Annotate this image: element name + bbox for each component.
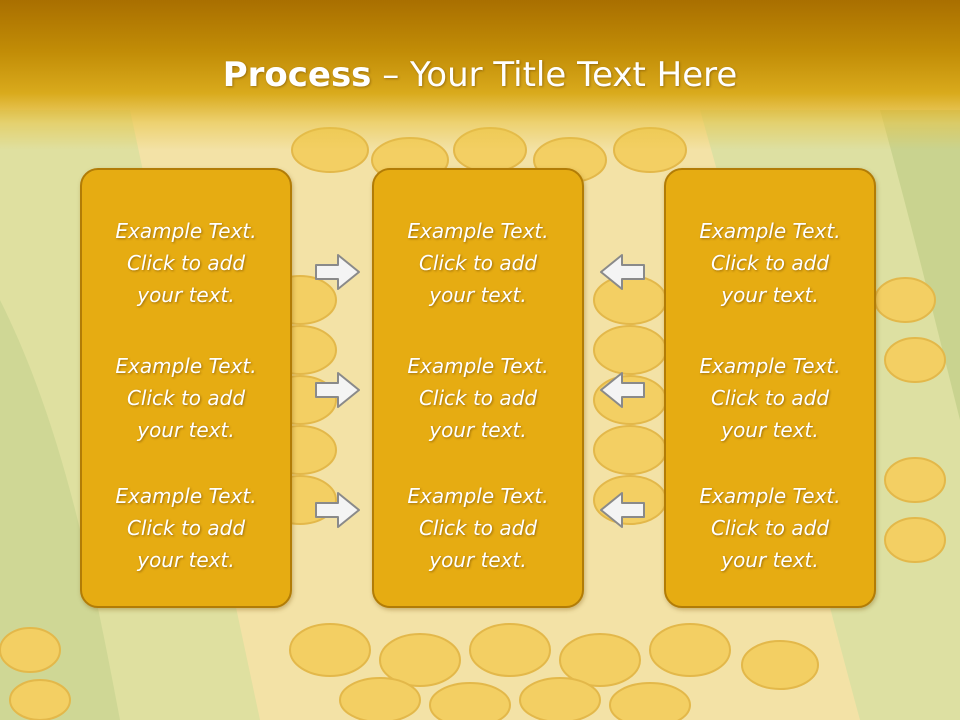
text-item[interactable]: Example Text. Click to add your text. xyxy=(666,480,874,576)
text-line: Example Text. xyxy=(407,219,549,243)
process-box-middle[interactable]: Example Text. Click to add your text. Ex… xyxy=(372,168,584,608)
text-line: Click to add xyxy=(418,386,538,410)
title-band xyxy=(0,0,960,150)
text-line: your text. xyxy=(137,283,235,307)
text-line: your text. xyxy=(429,283,527,307)
text-item[interactable]: Example Text. Click to add your text. xyxy=(82,215,290,311)
text-item[interactable]: Example Text. Click to add your text. xyxy=(374,350,582,446)
text-line: Example Text. xyxy=(699,354,841,378)
text-item[interactable]: Example Text. Click to add your text. xyxy=(82,480,290,576)
text-line: Click to add xyxy=(710,516,830,540)
left-arrow-icon xyxy=(600,254,645,290)
text-item[interactable]: Example Text. Click to add your text. xyxy=(666,350,874,446)
text-line: Click to add xyxy=(710,251,830,275)
text-item[interactable]: Example Text. Click to add your text. xyxy=(666,215,874,311)
right-arrow-icon xyxy=(315,492,360,528)
text-item[interactable]: Example Text. Click to add your text. xyxy=(374,215,582,311)
text-item[interactable]: Example Text. Click to add your text. xyxy=(82,350,290,446)
text-line: your text. xyxy=(721,548,819,572)
right-arrow-icon xyxy=(315,254,360,290)
text-line: your text. xyxy=(721,283,819,307)
slide-title[interactable]: Process – Your Title Text Here xyxy=(0,52,960,98)
title-bold: Process xyxy=(222,55,372,95)
text-line: Example Text. xyxy=(699,219,841,243)
process-box-left[interactable]: Example Text. Click to add your text. Ex… xyxy=(80,168,292,608)
text-line: Click to add xyxy=(126,251,246,275)
text-line: Example Text. xyxy=(115,354,257,378)
text-line: Example Text. xyxy=(115,484,257,508)
text-line: your text. xyxy=(721,418,819,442)
text-line: your text. xyxy=(137,548,235,572)
left-arrow-icon xyxy=(600,372,645,408)
text-line: your text. xyxy=(137,418,235,442)
title-rest: – Your Title Text Here xyxy=(371,55,738,95)
text-line: Click to add xyxy=(418,251,538,275)
text-line: Click to add xyxy=(126,516,246,540)
left-arrow-icon xyxy=(600,492,645,528)
text-line: your text. xyxy=(429,548,527,572)
text-line: Click to add xyxy=(126,386,246,410)
process-box-right[interactable]: Example Text. Click to add your text. Ex… xyxy=(664,168,876,608)
text-line: Example Text. xyxy=(699,484,841,508)
right-arrow-icon xyxy=(315,372,360,408)
text-line: Click to add xyxy=(418,516,538,540)
text-line: Example Text. xyxy=(407,354,549,378)
text-line: Example Text. xyxy=(115,219,257,243)
text-line: Example Text. xyxy=(407,484,549,508)
text-line: your text. xyxy=(429,418,527,442)
text-line: Click to add xyxy=(710,386,830,410)
text-item[interactable]: Example Text. Click to add your text. xyxy=(374,480,582,576)
